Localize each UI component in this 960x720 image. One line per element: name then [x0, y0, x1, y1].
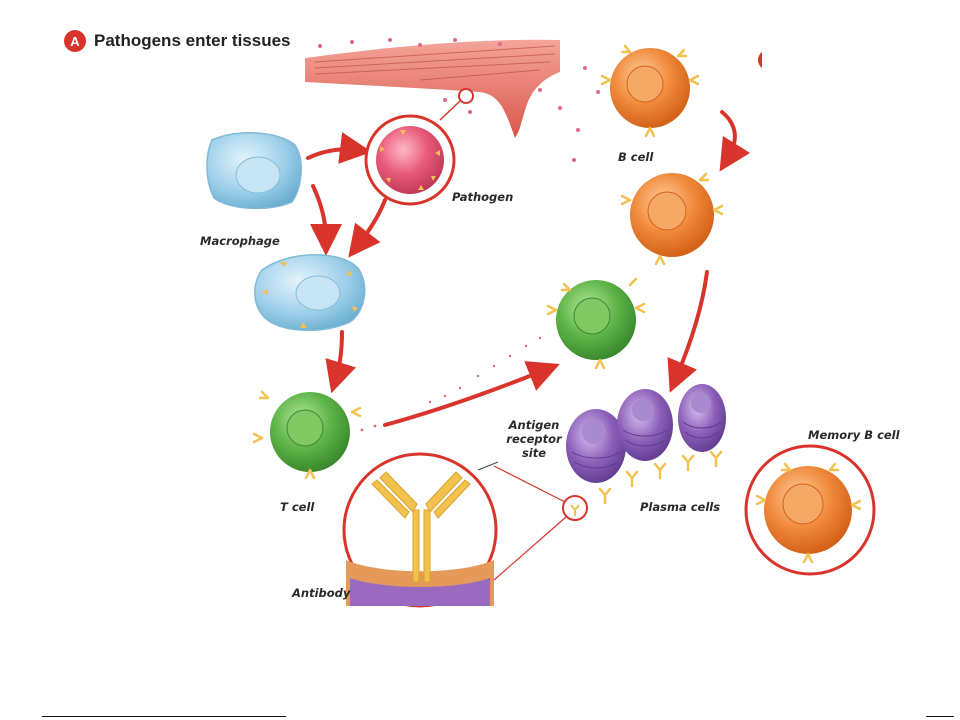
helper-t-cell: [546, 277, 646, 370]
label-memory-b-cell: Memory B cell: [808, 428, 900, 442]
antibody-zoom: [342, 452, 588, 608]
b-cell: [600, 44, 700, 138]
dotted-guides: [360, 336, 542, 432]
label-antigen-line-1: Antigen: [508, 418, 560, 432]
label-b-cell: B cell: [618, 150, 654, 164]
pathogen-particles: [318, 38, 600, 162]
footer-rule-right: [926, 716, 954, 717]
label-macrophage: Macrophage: [200, 234, 280, 248]
arrow-to-t-cell: [325, 330, 356, 394]
arrow-macrophage-to-pathogen: [306, 132, 372, 164]
t-cell: [252, 390, 362, 480]
activated-b-cell: [620, 172, 724, 266]
label-antigen-line-3: site: [521, 446, 547, 460]
pathogen-cell: [364, 88, 474, 206]
arrow-to-plasma: [667, 270, 709, 393]
tissue-layer: [305, 39, 560, 138]
section-heading: A Pathogens enter tissues: [64, 30, 291, 52]
arrow-t-to-green: [383, 361, 560, 427]
label-antigen-line-2: receptor: [506, 432, 562, 446]
label-pathogen: Pathogen: [452, 190, 514, 204]
cropped-badge: [758, 52, 762, 68]
arrow-macrophage-down: [309, 184, 342, 256]
footer-rule-left: [42, 716, 286, 717]
section-title: Pathogens enter tissues: [94, 31, 291, 50]
plasma-cells: [566, 384, 726, 483]
label-t-cell: T cell: [280, 500, 315, 514]
arrow-pathogen-down: [348, 198, 387, 258]
arrow-b-cell-down: [719, 110, 751, 172]
label-antibody: Antibody: [292, 586, 351, 600]
label-antigen-receptor-site: Antigen receptor site: [502, 418, 566, 460]
memory-b-cell: [744, 444, 876, 576]
label-plasma-cells: Plasma cells: [640, 500, 721, 514]
macrophage-presenting-cell: [254, 254, 366, 331]
process-arrows: [306, 110, 751, 427]
section-badge: A: [64, 30, 86, 52]
macrophage-cell: [206, 132, 302, 210]
